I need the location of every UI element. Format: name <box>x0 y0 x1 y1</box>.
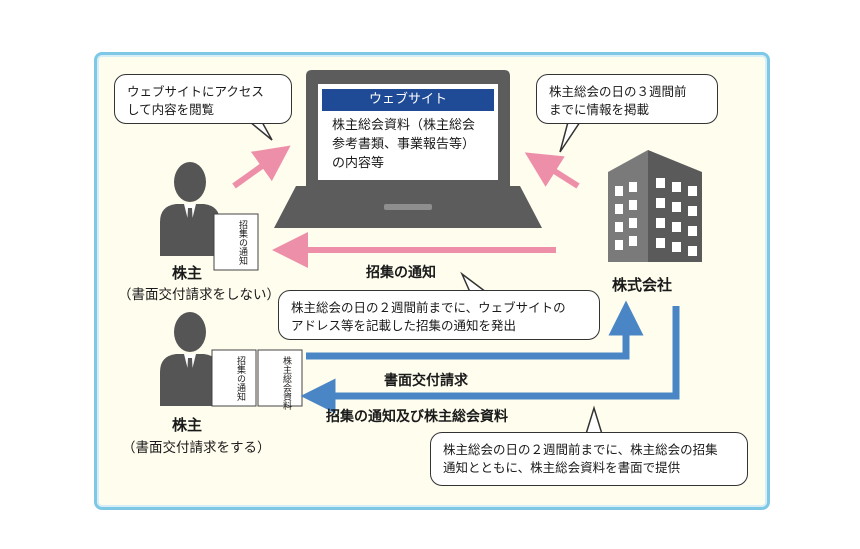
document-1-icon <box>213 213 259 271</box>
bubble-notice-line-1: 株主総会の日の２週間前までに、ウェブサイトの <box>291 300 566 315</box>
website-header: ウェブサイト <box>322 89 494 111</box>
bubble-notice-line-2: アドレス等を記載した招集の通知を発出 <box>291 318 517 333</box>
bubble-post: 株主総会の日の３週間前 までに情報を掲載 <box>536 74 718 124</box>
bubble-notice: 株主総会の日の２週間前までに、ウェブサイトの アドレス等を記載した招集の通知を発… <box>278 290 600 340</box>
document-1-label: 招集の通知 <box>237 220 247 265</box>
bubble-provide-line-1: 株主総会の日の２週間前までに、株主総会の招集 <box>443 442 718 457</box>
document-2a-label: 招集の通知 <box>235 356 245 401</box>
bubble-post-line-2: までに情報を掲載 <box>549 102 650 117</box>
website-content-line-2: 参考書類、事業報告等） <box>332 137 476 152</box>
arrow-notice-label: 招集の通知 <box>366 265 436 281</box>
bubble-post-line-1: 株主総会の日の３週間前 <box>549 84 687 99</box>
bubble-provide-line-2: 通知とともに、株主総会資料を書面で提供 <box>443 460 681 475</box>
bubble-tail-post <box>559 121 582 153</box>
shareholder-1-name: 株主 <box>172 264 203 282</box>
website-content-line-3: の内容等 <box>332 156 385 171</box>
shareholder-1-note: （書面交付請求をしない） <box>118 287 280 303</box>
building-icon <box>608 150 702 262</box>
shareholder-2-name: 株主 <box>172 416 203 434</box>
shareholder-2-note: （書面交付請求をする） <box>122 440 271 456</box>
document-2b-label: 株主総会資料 <box>281 356 291 410</box>
arrow-request-label: 書面交付請求 <box>384 373 468 389</box>
website-content: 株主総会資料（株主総会 参考書類、事業報告等） の内容等 <box>332 116 492 173</box>
shareholder-2-icon <box>160 312 220 406</box>
arrow-materials <box>300 306 680 414</box>
arrow-post <box>524 152 580 189</box>
bubble-provide: 株主総会の日の２週間前までに、株主総会の招集 通知とともに、株主総会資料を書面で… <box>430 432 748 486</box>
bubble-access-line-2: して内容を閲覧 <box>127 102 215 117</box>
arrow-access <box>232 145 291 189</box>
bubble-access: ウェブサイトにアクセス して内容を閲覧 <box>114 74 292 124</box>
arrow-request <box>306 300 644 360</box>
document-2b-icon <box>257 349 303 407</box>
company-label: 株式会社 <box>612 276 673 294</box>
bubble-access-line-1: ウェブサイトにアクセス <box>127 84 264 99</box>
bubble-tail-access <box>247 121 273 141</box>
bubble-tail-provide <box>584 405 604 435</box>
arrow-materials-label: 招集の通知及び株主総会資料 <box>326 409 508 425</box>
shareholder-1-icon <box>160 162 220 256</box>
document-2a-icon <box>211 349 257 407</box>
website-content-line-1: 株主総会資料（株主総会 <box>332 118 476 133</box>
